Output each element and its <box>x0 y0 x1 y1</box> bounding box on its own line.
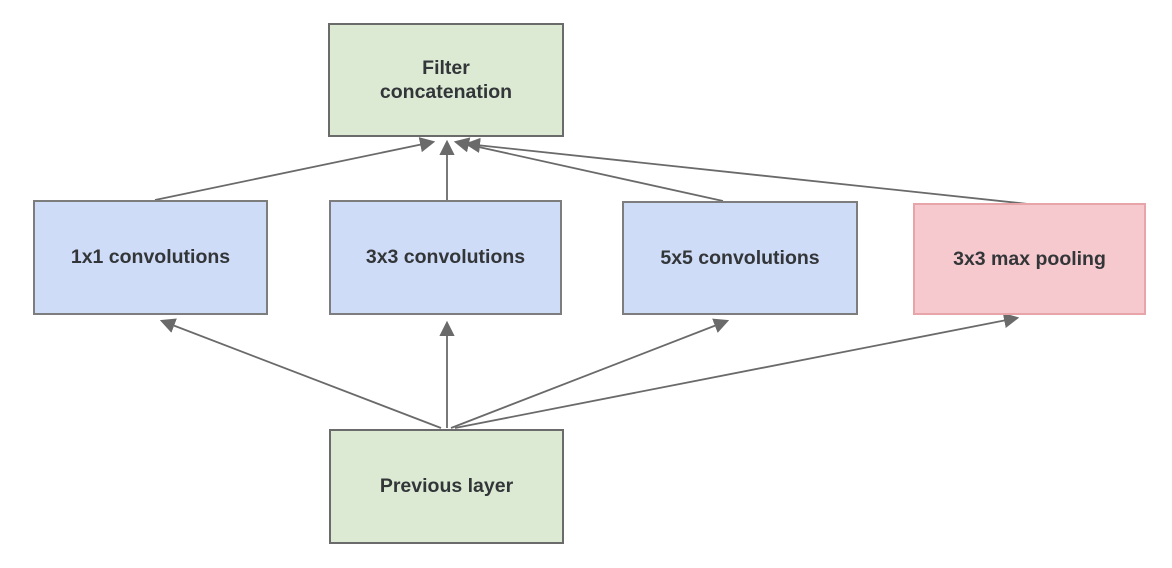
node-conv-3x3-label: 3x3 convolutions <box>365 246 526 269</box>
node-conv-5x5: 5x5 convolutions <box>622 201 858 315</box>
edge-previous-layer-to-conv-1x1 <box>159 318 442 429</box>
node-previous-layer: Previous layer <box>329 429 564 544</box>
edge-previous-layer-to-maxpool-3x3 <box>454 312 1020 429</box>
node-filter-concatenation: Filter concatenation <box>328 23 564 137</box>
node-previous-layer-label: Previous layer <box>379 475 514 498</box>
node-conv-5x5-label: 5x5 convolutions <box>660 246 820 269</box>
edge-maxpool-3x3-to-filter-concat <box>464 137 1029 205</box>
edge-conv-5x5-to-filter-concat <box>453 137 724 202</box>
edge-conv-1x1-to-filter-concat <box>154 137 436 201</box>
node-conv-1x1: 1x1 convolutions <box>33 200 268 315</box>
node-maxpool-3x3-label: 3x3 max pooling <box>953 247 1106 270</box>
edge-previous-layer-to-conv-5x5 <box>450 318 730 429</box>
node-conv-3x3: 3x3 convolutions <box>329 200 562 315</box>
node-conv-1x1-label: 1x1 convolutions <box>70 246 231 269</box>
node-maxpool-3x3: 3x3 max pooling <box>913 203 1146 315</box>
node-filter-concatenation-label: Filter concatenation <box>379 56 513 103</box>
